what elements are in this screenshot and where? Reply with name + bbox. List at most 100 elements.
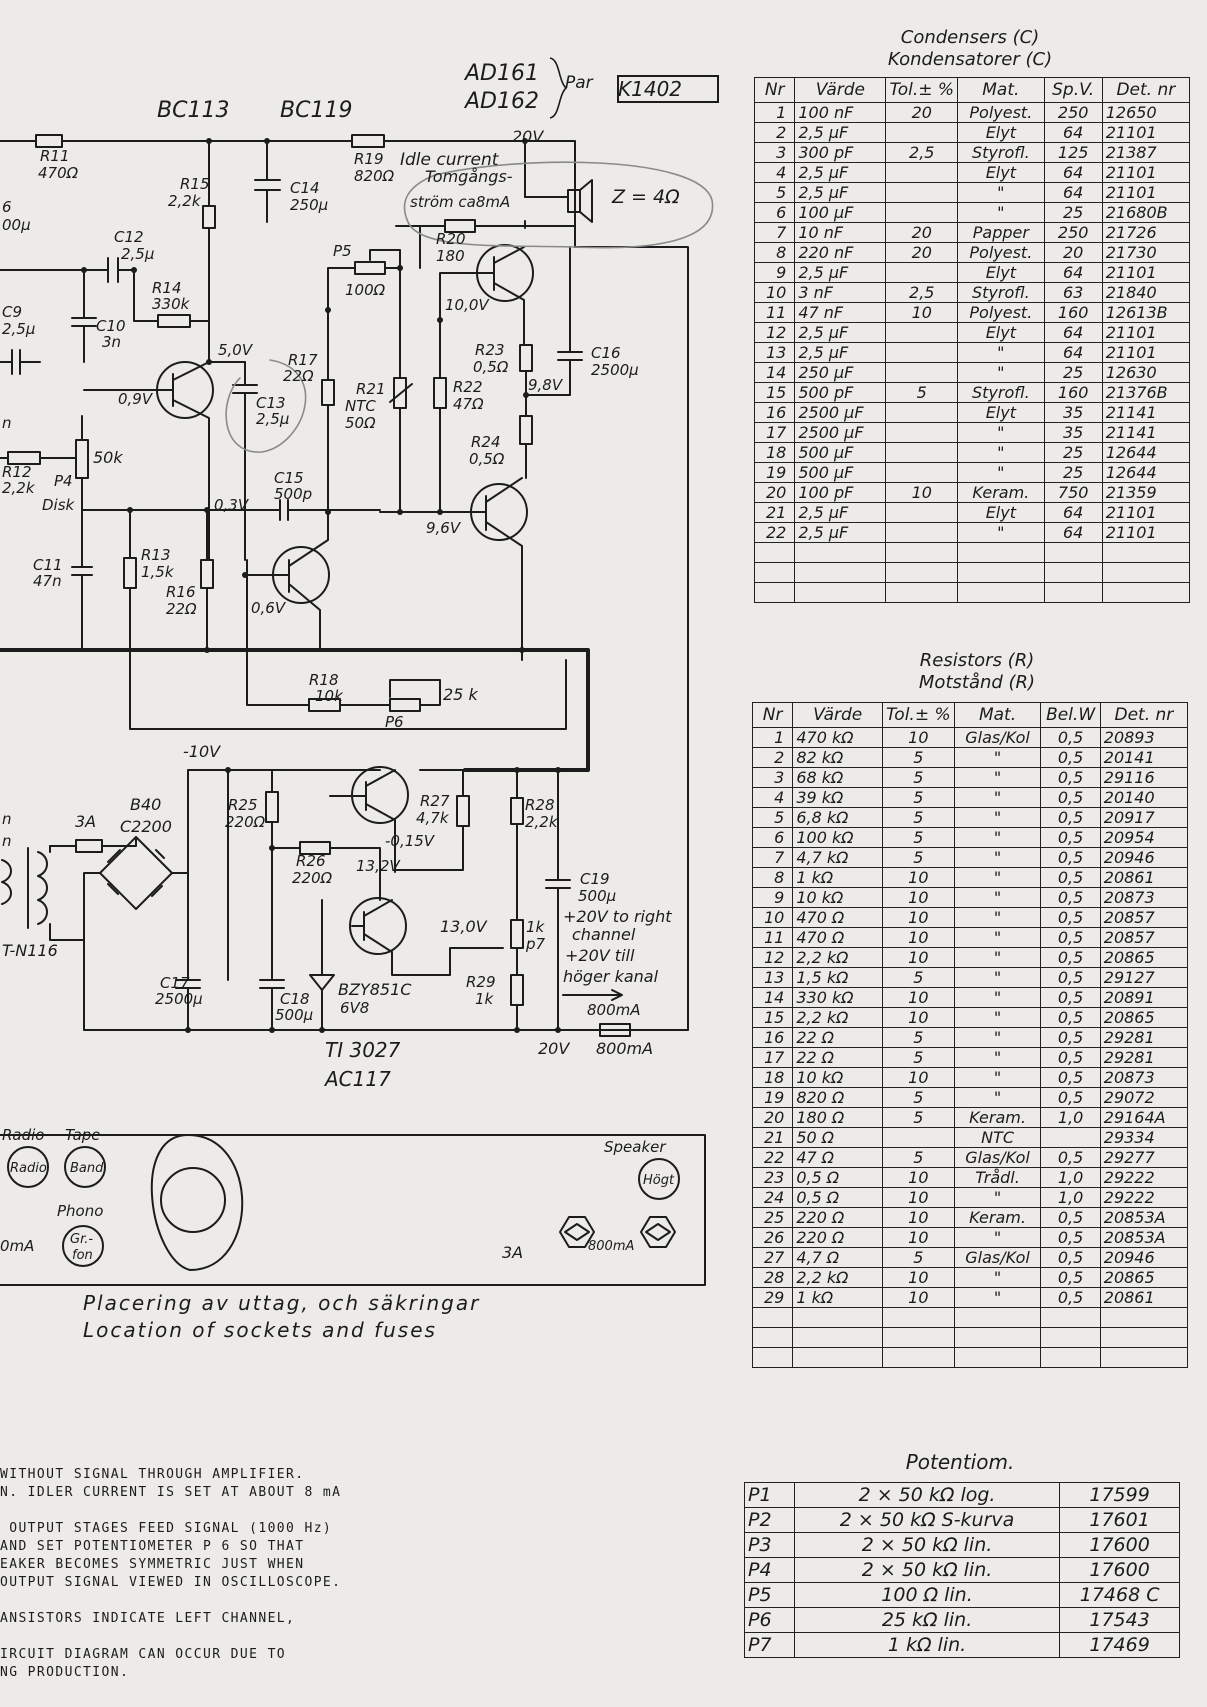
table-cell: 10	[882, 947, 955, 968]
note-line: IRCUIT DIAGRAM CAN OCCUR DUE TO	[0, 1647, 287, 1662]
table-cell	[885, 162, 959, 183]
table-cell: Papper	[957, 222, 1045, 243]
table-cell: 47 nF	[794, 302, 887, 323]
table-cell: 29281	[1099, 1047, 1189, 1068]
table-cell: 20873	[1099, 887, 1189, 908]
label-ti3027: TI 3027	[325, 1038, 401, 1062]
table-cell: 3	[753, 142, 796, 163]
table-cell: 1,0	[1040, 1167, 1101, 1188]
table-cell: 12630	[1101, 362, 1191, 383]
table-cell: 25	[1043, 462, 1103, 483]
label-r27: R27	[420, 792, 450, 810]
table-cell: 17599	[1059, 1482, 1180, 1508]
table-cell: 0,5	[1040, 847, 1101, 868]
grfon-socket	[62, 1225, 104, 1267]
label-bzyv: 6V8	[340, 999, 369, 1017]
table-cell: 14	[753, 362, 796, 383]
note-line: WITHOUT SIGNAL THROUGH AMPLIFIER.	[0, 1467, 305, 1482]
table-cell: 22	[753, 522, 796, 543]
label-r23v: 0,5Ω	[473, 358, 509, 376]
hogt-socket-label[interactable]: Högt	[643, 1173, 675, 1188]
table-cell: 5	[885, 382, 959, 403]
amplifier-schematic: BC113BC119AD161AD162ParK1402R11470Ω600µR…	[0, 57, 719, 1286]
table-cell: 4	[751, 787, 794, 808]
table-cell: 21	[753, 502, 796, 523]
band-socket-label[interactable]: Band	[70, 1161, 104, 1176]
table-cell: 330 kΩ	[792, 987, 884, 1008]
table-cell: 10	[882, 1067, 955, 1088]
table-cell: 25	[1043, 442, 1103, 463]
q-ac117	[349, 897, 407, 955]
label-r22v: 47Ω	[453, 395, 484, 413]
tape-label: Tape	[65, 1126, 101, 1144]
label-r26: R26	[296, 852, 326, 870]
label-v09: 0,9V	[118, 390, 154, 408]
table-cell: 5	[882, 787, 955, 808]
r26-resistor	[299, 841, 331, 855]
table-cell: 0,5	[1040, 1247, 1101, 1268]
note-line: ANSISTORS INDICATE LEFT CHANNEL,	[0, 1611, 296, 1626]
table-cell: 29164A	[1099, 1107, 1189, 1128]
table-cell: 2	[751, 747, 794, 768]
table-cell: 470 kΩ	[792, 727, 884, 748]
resistors-header-0: Nr	[751, 702, 794, 728]
table-cell: 2,5 µF	[794, 522, 887, 543]
grfon-label-1[interactable]: Gr.-	[70, 1232, 93, 1247]
condensers-header-5: Det. nr	[1101, 77, 1191, 103]
resistors-title: Resistors (R) Motstånd (R)	[867, 650, 1087, 694]
label-c2200: C2200	[120, 817, 172, 836]
label-r13: R13	[141, 546, 171, 564]
table-cell: 250	[1043, 222, 1103, 243]
label-idle: Idle current	[400, 150, 500, 170]
p6-trimpot	[389, 698, 421, 712]
table-cell: 17	[751, 1047, 794, 1068]
table-cell: 24	[751, 1187, 794, 1208]
label-p5: P5	[333, 242, 352, 260]
table-cell: 2	[753, 122, 796, 143]
table-cell	[792, 1347, 884, 1368]
table-cell: 16	[751, 1027, 794, 1048]
label-m015: -0,15V	[385, 832, 436, 850]
grfon-label-2[interactable]: fon	[72, 1248, 93, 1263]
table-cell: "	[953, 767, 1042, 788]
par-brace	[549, 57, 568, 119]
table-cell	[1101, 582, 1191, 603]
table-cell: 180 Ω	[792, 1107, 884, 1128]
table-cell: 10	[882, 907, 955, 928]
table-cell	[882, 1127, 955, 1148]
label-r19v: 820Ω	[354, 167, 395, 185]
table-cell: 470 Ω	[792, 907, 884, 928]
table-cell: 10	[882, 887, 955, 908]
label-k1402: K1402	[618, 77, 682, 101]
table-cell: Elyt	[957, 122, 1045, 143]
table-cell: 15	[753, 382, 796, 403]
label-r21t: NTC	[345, 397, 376, 415]
table-cell: 10	[882, 1227, 955, 1248]
table-cell: 0,5	[1040, 1267, 1101, 1288]
table-cell: 12	[751, 947, 794, 968]
label-r16: R16	[166, 583, 196, 601]
table-cell: 20893	[1099, 727, 1189, 748]
table-cell: 17600	[1059, 1557, 1180, 1583]
table-cell: 10	[882, 867, 955, 888]
table-cell	[957, 562, 1045, 583]
negative-rail	[187, 769, 381, 881]
table-cell	[885, 522, 959, 543]
label-c18: C18	[280, 990, 310, 1008]
label-r19: R19	[354, 150, 384, 168]
table-cell: 21101	[1101, 262, 1191, 283]
pencil-loop-idle	[403, 161, 714, 249]
radio-socket-label[interactable]: Radio	[10, 1161, 47, 1176]
r24-resistor	[519, 415, 533, 445]
table-cell	[1101, 562, 1191, 583]
label-ac117: AC117	[323, 1067, 391, 1091]
table-cell: 27	[751, 1247, 794, 1268]
table-cell: 160	[1043, 382, 1103, 403]
table-cell: "	[953, 1087, 1042, 1108]
ma-left-label: 0mA	[0, 1237, 34, 1255]
table-cell: 2,2 kΩ	[792, 1007, 884, 1028]
